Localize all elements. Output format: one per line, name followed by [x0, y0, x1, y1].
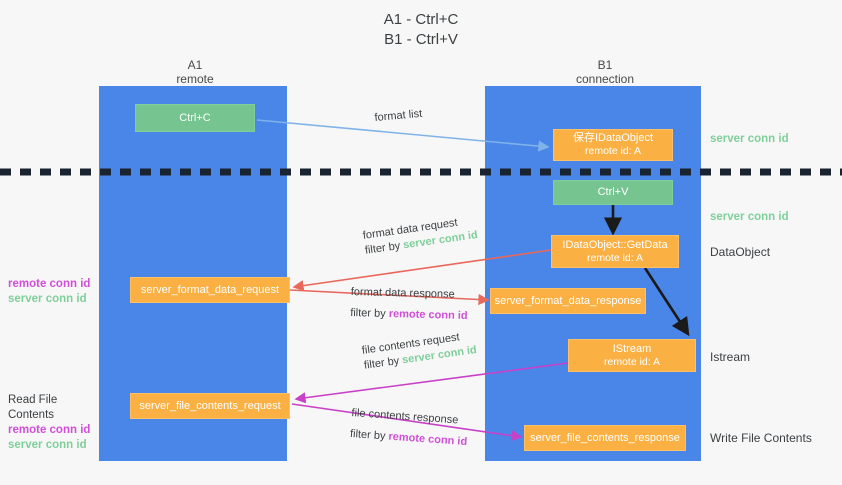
- box-ctrl-c[interactable]: Ctrl+C: [135, 104, 255, 132]
- flow-label-format-data-response-line1: format data response: [350, 285, 455, 301]
- arrow-file-contents-response: [291, 403, 523, 442]
- filter-value-remote-conn-id: remote conn id: [388, 430, 468, 449]
- box-idataobject-save-sub: remote id: A: [584, 145, 642, 157]
- filter-prefix: filter by: [349, 427, 389, 443]
- left-annotation-conn-ids: remote conn id server conn id: [8, 277, 100, 307]
- box-istream-label: IStream: [612, 342, 652, 355]
- filter-value-remote-conn-id: remote conn id: [388, 308, 468, 323]
- filter-prefix: filter by: [363, 354, 404, 372]
- arrow-format-data-response: [289, 289, 490, 306]
- page-title: A1 - Ctrl+C B1 - Ctrl+V: [0, 10, 842, 50]
- right-annotation-server-conn-id-2: server conn id: [710, 211, 789, 223]
- box-ctrl-v[interactable]: Ctrl+V: [553, 180, 673, 205]
- left-server-conn-id-2: server conn id: [8, 439, 87, 451]
- arrow-getdata-to-istream: [643, 267, 690, 337]
- box-idataobject-getdata[interactable]: IDataObject::GetData remote id: A: [551, 235, 679, 268]
- box-server-file-contents-request[interactable]: server_file_contents_request: [130, 393, 290, 419]
- right-annotation-istream: Istream: [710, 350, 751, 364]
- box-istream-sub: remote id: A: [603, 355, 661, 368]
- lane-a1-title: A1: [187, 58, 203, 72]
- box-ctrl-c-label: Ctrl+C: [179, 111, 211, 124]
- lane-a1-subtitle: remote: [176, 72, 214, 86]
- flow-label-format-data-response-filter: filter by remote conn id: [350, 306, 468, 324]
- left-read-file-contents-heading: Read File Contents: [8, 394, 58, 421]
- left-remote-conn-id: remote conn id: [8, 278, 91, 290]
- box-server-file-contents-response-label: server_file_contents_response: [530, 431, 680, 444]
- box-server-file-contents-request-label: server_file_contents_request: [139, 399, 281, 412]
- box-idataobject-save[interactable]: 保存IDataObject remote id: A: [553, 129, 673, 161]
- lane-header-a1: A1 remote: [105, 58, 285, 86]
- filter-prefix: filter by: [364, 239, 405, 257]
- flow-label-format-data-response: format data response filter by remote co…: [350, 285, 468, 324]
- left-server-conn-id: server conn id: [8, 293, 87, 305]
- box-server-format-data-request-label: server_format_data_request: [140, 283, 280, 296]
- arrow-file-contents-request: [294, 362, 569, 404]
- filter-prefix: filter by: [350, 306, 389, 320]
- box-server-format-data-response-label: server_format_data_response: [494, 294, 642, 307]
- arrow-format-list: [256, 119, 550, 152]
- box-istream[interactable]: IStream remote id: A: [568, 339, 696, 372]
- box-server-file-contents-response[interactable]: server_file_contents_response: [524, 425, 686, 451]
- lane-header-b1: B1 connection: [515, 58, 695, 86]
- lane-b1-subtitle: connection: [575, 72, 635, 86]
- box-idataobject-save-label: 保存IDataObject: [572, 132, 654, 144]
- arrow-format-data-request: [292, 249, 552, 292]
- right-annotation-server-conn-id-1: server conn id: [710, 133, 789, 145]
- box-idataobject-getdata-label: IDataObject::GetData: [562, 238, 668, 251]
- right-annotation-dataobject: DataObject: [710, 245, 771, 259]
- box-server-format-data-response[interactable]: server_format_data_response: [490, 288, 646, 314]
- box-server-format-data-request[interactable]: server_format_data_request: [130, 277, 290, 303]
- title-line-1: A1 - Ctrl+C: [383, 11, 459, 28]
- left-remote-conn-id-2: remote conn id: [8, 424, 91, 436]
- box-ctrl-v-label: Ctrl+V: [597, 186, 629, 198]
- title-line-2: B1 - Ctrl+V: [384, 31, 458, 48]
- right-annotation-write-file-contents: Write File Contents: [710, 431, 812, 445]
- box-idataobject-getdata-sub: remote id: A: [586, 251, 644, 264]
- left-annotation-read-file-contents: Read File Contents remote conn id server…: [8, 393, 104, 453]
- lane-b1-title: B1: [597, 58, 613, 72]
